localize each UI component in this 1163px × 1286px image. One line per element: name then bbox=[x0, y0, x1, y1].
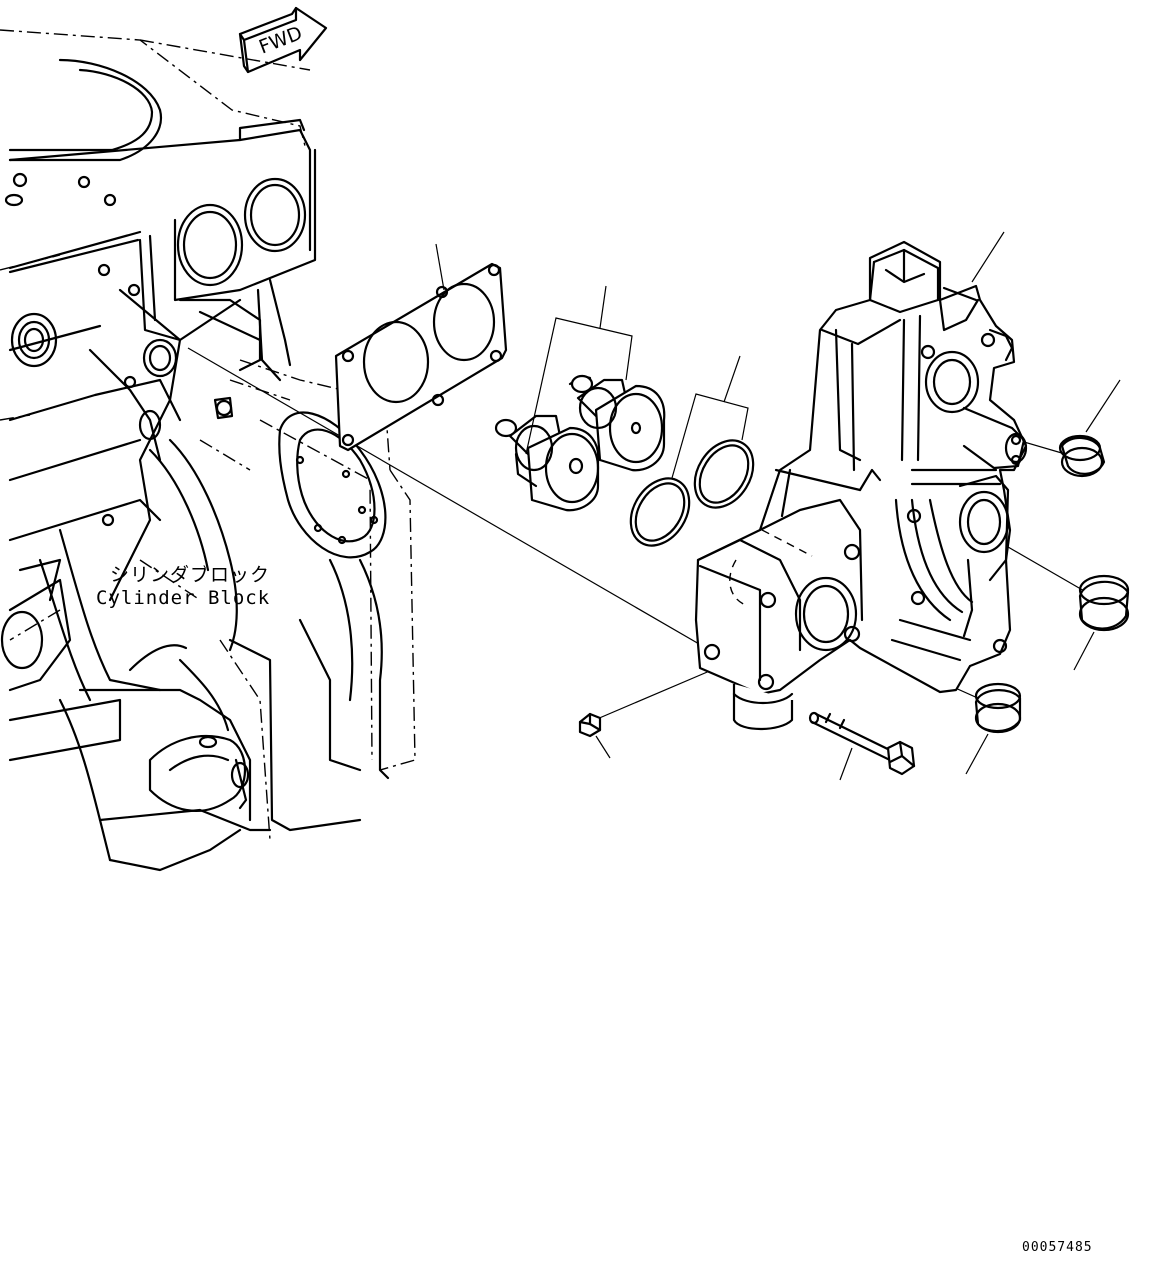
o-rings bbox=[629, 355, 755, 547]
cylinder-block-label-en: Cylinder Block bbox=[96, 587, 271, 609]
figure-number: 00057485 bbox=[1022, 1240, 1093, 1255]
seal-rings bbox=[965, 379, 1130, 775]
cylinder-block-label-jp: シリンダブロック bbox=[110, 564, 271, 586]
thermostats bbox=[494, 285, 666, 512]
thermostat-housing bbox=[694, 231, 1028, 730]
mounting-bolt bbox=[808, 711, 916, 781]
drain-plug bbox=[578, 712, 611, 759]
thermostat-housing-gasket bbox=[334, 243, 508, 452]
forward-arrow-icon bbox=[238, 6, 328, 74]
cylinder-block bbox=[0, 29, 416, 872]
